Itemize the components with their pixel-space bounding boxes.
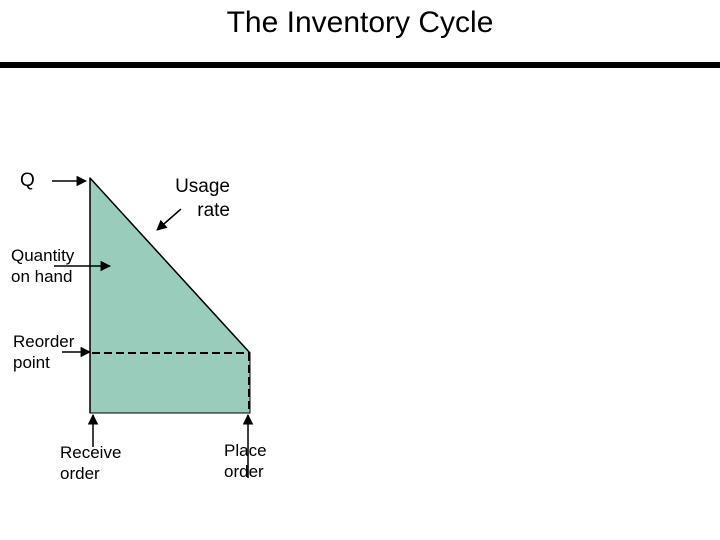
usage-rate-line [89,177,251,354]
receive-order-label: Receive order [60,443,122,483]
reorder-point-label: Reorder point [13,332,75,372]
quantity-on-hand-label: Quantity on hand [11,246,75,286]
place-order-label: Place order [224,441,267,481]
usage-rate-label: Usage rate [175,176,230,221]
slide-title: The Inventory Cycle [226,6,494,39]
q-label: Q [20,170,35,191]
usage-rate-arrow [156,208,182,231]
title-rule [0,62,720,68]
